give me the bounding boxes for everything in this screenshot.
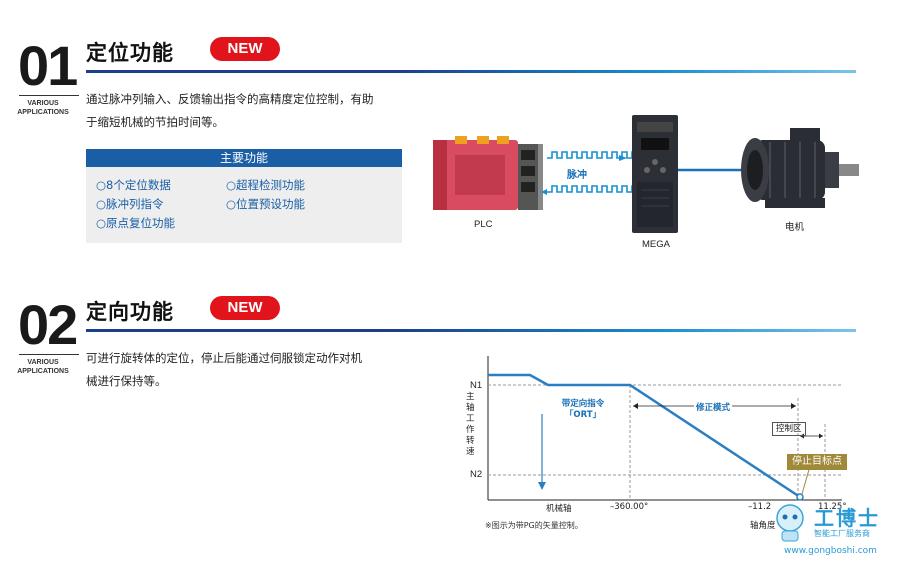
feature-item: ○位置预设功能 bbox=[226, 197, 306, 211]
n2-label: N2 bbox=[470, 469, 483, 480]
various-text: VARIOUS bbox=[27, 359, 59, 366]
ort-label: 带定向指令 「ORT」 bbox=[556, 399, 610, 421]
watermark-tagline: 智能工厂服务商 bbox=[814, 529, 870, 538]
watermark-logo: 工博士 智能工厂服务商 www.gongboshi.com bbox=[770, 500, 895, 568]
correction-mode-label: 修正模式 bbox=[694, 401, 733, 413]
divider bbox=[19, 95, 79, 96]
section-rule bbox=[86, 329, 856, 332]
chart-note: ※图示为带PG的矢量控制。 bbox=[485, 521, 583, 530]
robot-mascot-icon bbox=[776, 504, 804, 542]
x-tick: 11.25° bbox=[818, 502, 847, 512]
section-number: 01 bbox=[18, 34, 78, 97]
section-rule bbox=[86, 70, 856, 73]
various-applications-label: VARIOUS APPLICATIONS bbox=[8, 99, 78, 117]
n1-label: N1 bbox=[470, 380, 483, 391]
feature-item: ○超程检测功能 bbox=[226, 178, 306, 192]
ort-line: 带定向指令 bbox=[561, 399, 605, 409]
various-text: VARIOUS bbox=[27, 100, 59, 107]
applications-text: APPLICATIONS bbox=[17, 368, 69, 375]
mega-label: MEGA bbox=[642, 239, 670, 250]
feature-item: ○原点复位功能 bbox=[96, 216, 176, 230]
desc-line: 通过脉冲列输入、反馈输出指令的高精度定位控制，有助 bbox=[86, 92, 374, 106]
new-badge: NEW bbox=[210, 37, 280, 61]
divider bbox=[19, 354, 79, 355]
stop-point bbox=[796, 493, 804, 501]
features-header: 主要功能 bbox=[86, 149, 402, 167]
feature-item: ○8个定位数据 bbox=[96, 178, 171, 192]
x-tick: –360.00° bbox=[610, 502, 649, 512]
positioning-diagram bbox=[433, 115, 859, 233]
ort-line: 「ORT」 bbox=[564, 410, 602, 420]
section-description: 可进行旋转体的定位，停止后能通过伺服锁定动作对机 械进行保持等。 bbox=[86, 347, 446, 393]
various-applications-label: VARIOUS APPLICATIONS bbox=[8, 358, 78, 376]
section-title: 定向功能 bbox=[86, 300, 174, 324]
new-badge: NEW bbox=[210, 296, 280, 320]
pulse-label: 脉冲 bbox=[567, 170, 587, 181]
desc-line: 于缩短机械的节拍时间等。 bbox=[86, 115, 224, 129]
features-box: 主要功能 ○8个定位数据 ○超程检测功能 ○脉冲列指令 ○位置预设功能 ○原点复… bbox=[86, 149, 402, 243]
stop-target-label: 停止目标点 bbox=[787, 454, 847, 470]
watermark-brand: 工博士 bbox=[814, 506, 880, 530]
plc-label: PLC bbox=[474, 219, 493, 230]
watermark-url: www.gongboshi.com bbox=[784, 546, 877, 556]
section-description: 通过脉冲列输入、反馈输出指令的高精度定位控制，有助 于缩短机械的节拍时间等。 bbox=[86, 88, 446, 134]
y-axis-label: 主轴工作转速 bbox=[466, 392, 475, 457]
feature-item: ○脉冲列指令 bbox=[96, 197, 164, 211]
x-tick: –11.2 bbox=[748, 502, 772, 512]
x-unit-label: 轴角度 bbox=[750, 521, 776, 531]
motor-label: 电机 bbox=[785, 222, 805, 233]
motor-image bbox=[741, 128, 859, 208]
applications-text: APPLICATIONS bbox=[17, 109, 69, 116]
x-axis-label: 机械轴 bbox=[546, 504, 572, 514]
section-title: 定位功能 bbox=[86, 41, 174, 65]
desc-line: 械进行保持等。 bbox=[86, 374, 167, 388]
orientation-chart bbox=[487, 356, 842, 501]
desc-line: 可进行旋转体的定位，停止后能通过伺服锁定动作对机 bbox=[86, 351, 362, 365]
mega-drive-image bbox=[632, 115, 678, 233]
control-zone-label: 控制区 bbox=[772, 422, 806, 436]
section-number: 02 bbox=[18, 293, 78, 356]
plc-image bbox=[433, 136, 543, 210]
speed-curve bbox=[488, 373, 801, 499]
